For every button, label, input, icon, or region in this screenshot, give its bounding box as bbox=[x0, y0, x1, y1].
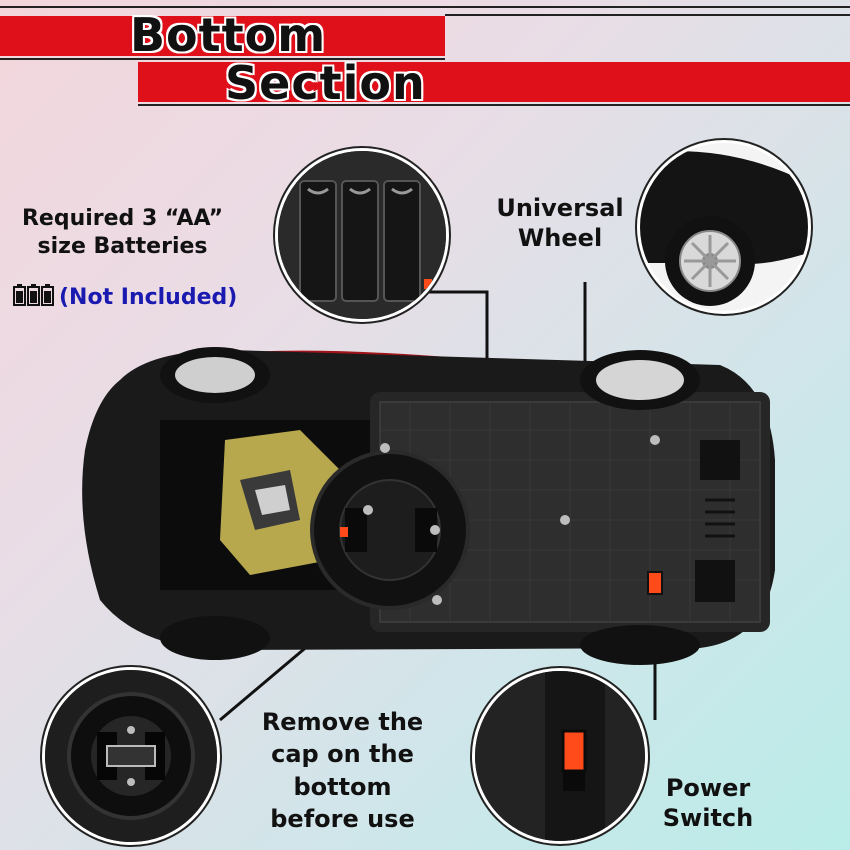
bottom-cap-inset bbox=[42, 667, 220, 845]
page-title-line1: Bottom bbox=[130, 8, 327, 62]
title-banner-1-shadow bbox=[0, 58, 445, 60]
title-banner-2-shadow bbox=[138, 104, 850, 106]
front-wheel-bottom bbox=[580, 625, 700, 665]
battery-compartment-inset bbox=[275, 148, 449, 322]
universal-wheel-line1: Universal bbox=[496, 194, 624, 222]
remove-cap-line4: before use bbox=[270, 805, 415, 834]
rear-wheel-bottom bbox=[160, 616, 270, 660]
title-banner-2 bbox=[138, 62, 850, 102]
title-banner-1 bbox=[0, 16, 445, 56]
power-switch-line1: Power bbox=[665, 774, 751, 802]
header-right-line bbox=[445, 14, 850, 16]
remove-cap-line1: Remove the bbox=[261, 708, 424, 736]
power-switch-line2: Switch bbox=[662, 804, 754, 832]
switch-on-car bbox=[647, 571, 663, 595]
remove-cap-line2: cap on the bbox=[271, 740, 414, 769]
bottom-cap-image bbox=[45, 670, 217, 842]
universal-wheel-line2: Wheel bbox=[517, 224, 603, 252]
power-switch-inset bbox=[472, 668, 648, 844]
universal-wheel-label: Universal Wheel bbox=[490, 193, 630, 253]
universal-wheel-inset bbox=[637, 140, 811, 314]
battery-compartment-image bbox=[278, 151, 446, 319]
batteries-label-line1: Required 3 “AA” bbox=[21, 206, 224, 231]
header-top-line bbox=[0, 6, 850, 8]
power-switch-label: Power Switch bbox=[648, 773, 768, 833]
battery-icon bbox=[12, 283, 56, 313]
batteries-label: Required 3 “AA” size Batteries bbox=[10, 205, 235, 260]
front-slot-top bbox=[700, 440, 740, 480]
remove-cap-line3: bottom bbox=[293, 772, 392, 801]
remove-cap-label: Remove the cap on the bottom before use bbox=[250, 706, 435, 836]
power-switch-knob bbox=[561, 729, 587, 773]
power-switch-image bbox=[475, 671, 645, 841]
not-included-text: (Not Included) bbox=[59, 285, 238, 310]
not-included-label: (Not Included) bbox=[12, 283, 237, 313]
universal-wheel-image bbox=[640, 143, 808, 311]
page-title-line2: Section bbox=[225, 56, 426, 110]
robot-light bbox=[255, 485, 290, 515]
front-slot-bottom bbox=[695, 560, 735, 602]
batteries-label-line2: size Batteries bbox=[37, 233, 208, 259]
